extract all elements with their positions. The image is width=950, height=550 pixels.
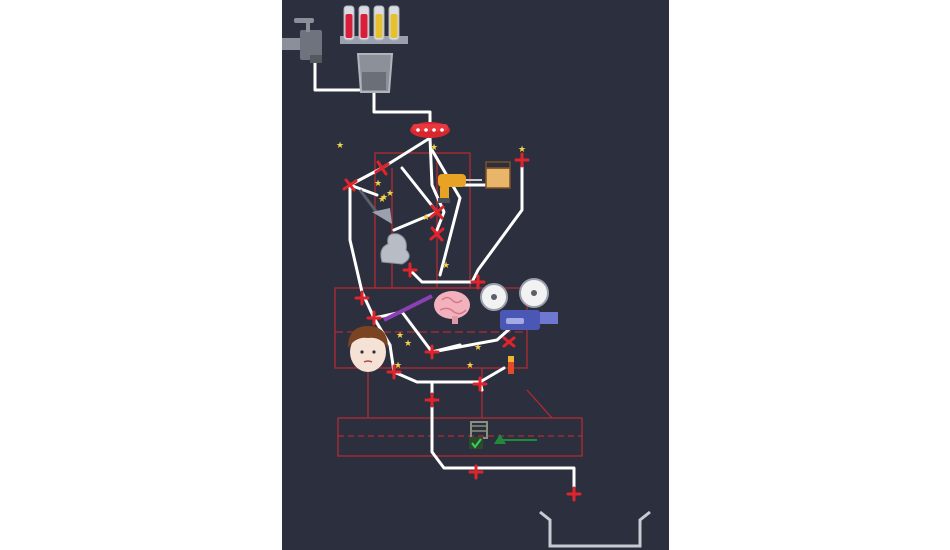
sink-basin-icon	[539, 510, 651, 548]
valve[interactable]	[470, 274, 486, 290]
star-icon[interactable]: ★	[404, 339, 412, 349]
faucet-icon[interactable]	[282, 18, 322, 63]
test-tube[interactable]	[373, 5, 385, 41]
star-icon[interactable]: ★	[474, 343, 482, 353]
valve[interactable]	[502, 336, 516, 348]
valve[interactable]	[342, 178, 358, 192]
test-tube[interactable]	[358, 5, 370, 41]
star-icon[interactable]: ★	[466, 361, 474, 371]
game-board: ★★★★★★★★★★★★★★	[282, 0, 669, 550]
star-icon[interactable]: ★	[336, 141, 344, 151]
valve[interactable]	[366, 310, 382, 326]
star-icon[interactable]: ★	[386, 189, 394, 199]
beaker-icon[interactable]	[356, 53, 394, 93]
level-gauge-icon	[508, 356, 514, 374]
star-icon[interactable]: ★	[518, 145, 526, 155]
valve[interactable]	[424, 392, 440, 408]
valve[interactable]	[374, 160, 390, 176]
valve-set	[342, 152, 582, 502]
test-tube[interactable]	[388, 5, 400, 41]
brain-icon[interactable]	[434, 291, 470, 324]
ramp-icon	[494, 434, 537, 444]
rock-pile-icon[interactable]	[380, 233, 410, 265]
star-icon[interactable]: ★	[430, 143, 438, 153]
test-tube[interactable]	[343, 5, 355, 41]
sprinkler-valve-icon[interactable]	[410, 122, 450, 138]
star-icon[interactable]: ★	[442, 261, 450, 271]
star-icon[interactable]: ★	[380, 193, 388, 203]
star-icon[interactable]: ★	[374, 179, 382, 189]
shovel-icon[interactable]	[358, 189, 392, 224]
star-icon[interactable]: ★	[422, 213, 430, 223]
sawdust-box-icon[interactable]	[485, 161, 511, 189]
star-icon[interactable]: ★	[394, 361, 402, 371]
machine-diagram: ★★★★★★★★★★★★★★	[282, 5, 651, 548]
film-projector-icon[interactable]	[480, 278, 558, 330]
star-icon[interactable]: ★	[396, 331, 404, 341]
star-group: ★★★★★★★★★★★★★★	[336, 141, 526, 371]
valve[interactable]	[429, 226, 445, 242]
drill-icon[interactable]	[438, 174, 482, 203]
valve[interactable]	[514, 152, 530, 168]
valve[interactable]	[472, 376, 488, 392]
valve[interactable]	[468, 464, 484, 480]
check-icon	[469, 437, 483, 449]
test-tube-rack-icon[interactable]	[340, 5, 408, 44]
valve[interactable]	[402, 262, 418, 278]
valve[interactable]	[354, 290, 370, 306]
valve[interactable]	[424, 344, 440, 360]
valve[interactable]	[429, 204, 445, 220]
lever-rod[interactable]	[383, 294, 433, 322]
valve[interactable]	[386, 364, 402, 380]
valve[interactable]	[566, 486, 582, 502]
star-icon[interactable]: ★	[378, 195, 386, 205]
face-icon[interactable]	[348, 326, 388, 372]
